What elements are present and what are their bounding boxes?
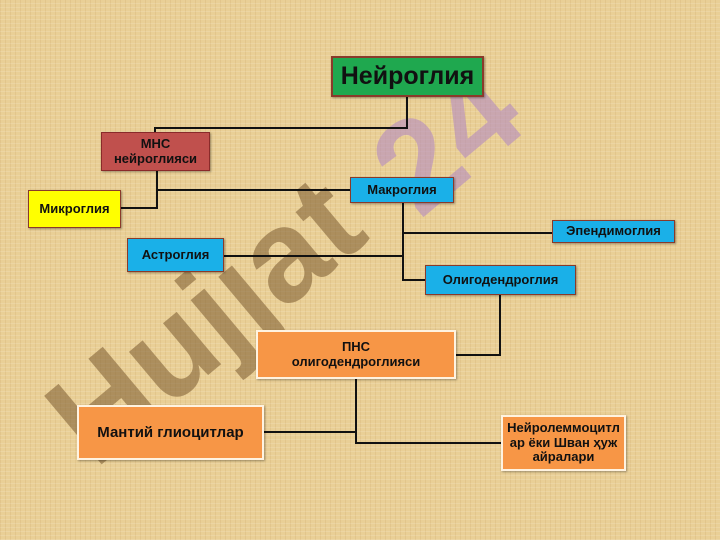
node-cns-neuroglia: МНС нейроглияси <box>101 132 210 171</box>
line-root-cns <box>154 97 408 132</box>
line-oligo-pns <box>456 295 501 356</box>
node-mantle-gliocytes: Мантий глиоцитлар <box>77 405 264 460</box>
node-astroglia: Астроглия <box>127 238 224 272</box>
line-macroglia-oligo <box>402 203 425 281</box>
node-neuroglia: Нейроглия <box>331 56 484 97</box>
node-ependymoglia: Эпендимоглия <box>552 220 675 243</box>
node-schwann-cells: Нейролеммоцитлар ёки Шван ҳужайралари <box>501 415 626 471</box>
node-oligodendroglia: Олигодендроглия <box>425 265 576 295</box>
node-macroglia: Макроглия <box>350 177 454 203</box>
node-microglia: Микроглия <box>28 190 121 228</box>
node-pns-oligodendroglia: ПНС олигодендроглияси <box>256 330 456 379</box>
line-pns-schwann <box>355 379 501 444</box>
line-cns-microglia <box>121 171 158 209</box>
